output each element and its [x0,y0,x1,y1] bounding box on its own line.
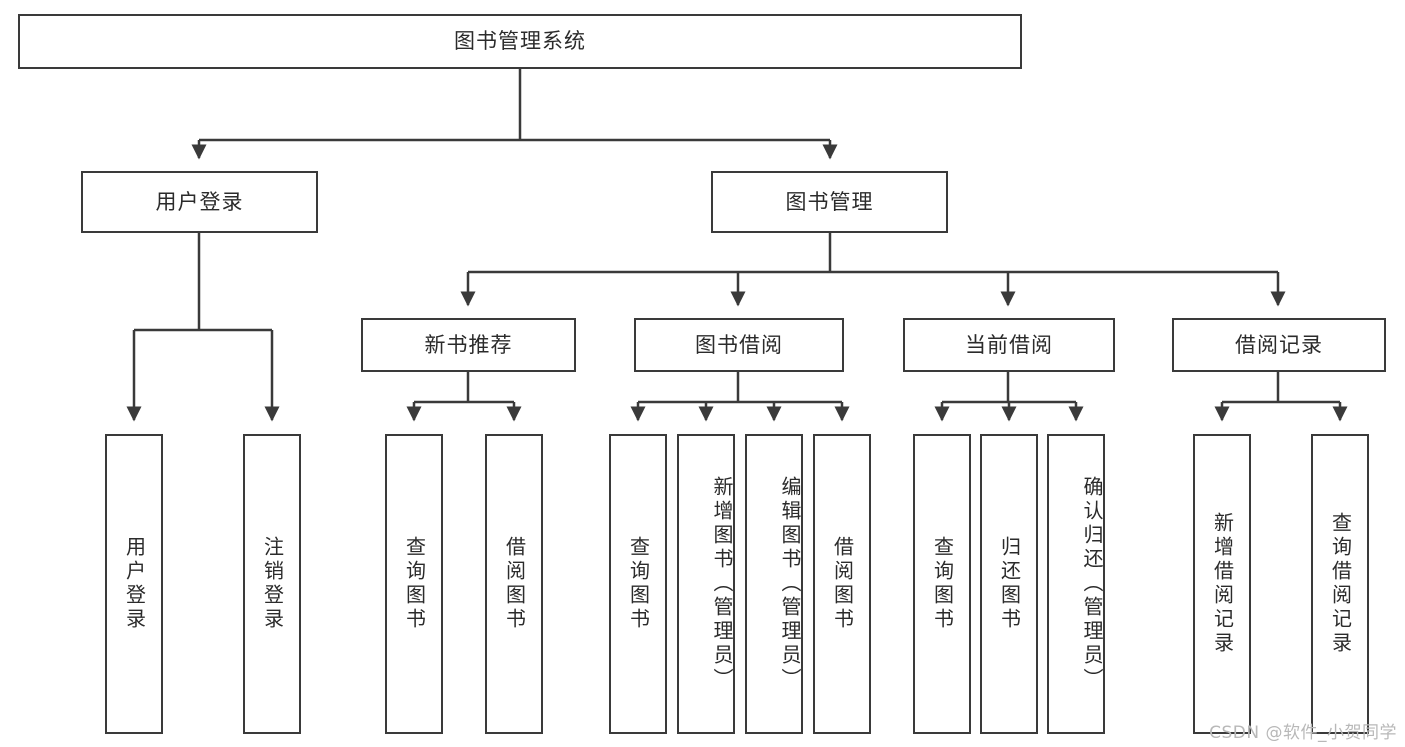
leaf-return-book[interactable]: 归还图书 [980,434,1038,734]
leaf-edit-book-label: 编辑图书（管理员） [778,476,802,692]
connector-bookborrow-to-leaves [630,372,850,422]
connector-bookmanage-to-level3 [460,233,1286,307]
connector-newbook-to-leaves [406,372,522,422]
leaf-add-record-label: 新增借阅记录 [1210,512,1235,656]
leaf-add-book-label: 新增图书（管理员） [710,476,734,692]
leaf-query-book-2[interactable]: 查询图书 [609,434,667,734]
connector-userlogin-to-leaves [126,233,280,422]
leaf-logout-login-label: 注销登录 [260,536,285,632]
leaf-add-book[interactable]: 新增图书（管理员） [677,434,735,734]
node-current-borrow[interactable]: 当前借阅 [903,318,1115,372]
leaf-query-record[interactable]: 查询借阅记录 [1311,434,1369,734]
leaf-logout-login[interactable]: 注销登录 [243,434,301,734]
leaf-add-record[interactable]: 新增借阅记录 [1193,434,1251,734]
node-root-label: 图书管理系统 [454,29,586,54]
node-new-book-recommend[interactable]: 新书推荐 [361,318,576,372]
node-book-borrow-label: 图书借阅 [695,332,783,357]
leaf-borrow-book-1-label: 借阅图书 [502,536,527,632]
leaf-query-book-1[interactable]: 查询图书 [385,434,443,734]
node-borrow-record-label: 借阅记录 [1235,332,1323,357]
node-book-manage-label: 图书管理 [785,189,874,214]
leaf-query-book-1-label: 查询图书 [402,536,427,632]
leaf-query-book-2-label: 查询图书 [626,536,651,632]
leaf-borrow-book-1[interactable]: 借阅图书 [485,434,543,734]
node-root[interactable]: 图书管理系统 [18,14,1022,69]
leaf-confirm-return[interactable]: 确认归还（管理员） [1047,434,1105,734]
leaf-query-book-3[interactable]: 查询图书 [913,434,971,734]
leaf-user-login[interactable]: 用户登录 [105,434,163,734]
node-book-borrow[interactable]: 图书借阅 [634,318,844,372]
leaf-user-login-label: 用户登录 [122,536,147,632]
node-new-book-recommend-label: 新书推荐 [424,332,513,357]
node-user-login[interactable]: 用户登录 [81,171,318,233]
node-borrow-record[interactable]: 借阅记录 [1172,318,1386,372]
node-book-manage[interactable]: 图书管理 [711,171,948,233]
connector-borrowrecord-to-leaves [1214,372,1348,422]
node-current-borrow-label: 当前借阅 [965,332,1053,357]
leaf-borrow-book-2[interactable]: 借阅图书 [813,434,871,734]
node-user-login-label: 用户登录 [155,189,244,214]
leaf-edit-book[interactable]: 编辑图书（管理员） [745,434,803,734]
leaf-confirm-return-label: 确认归还（管理员） [1080,476,1104,692]
leaf-query-book-3-label: 查询图书 [930,536,955,632]
connector-root-to-level2 [191,69,838,160]
connector-currentborrow-to-leaves [934,372,1084,422]
leaf-borrow-book-2-label: 借阅图书 [830,536,855,632]
leaf-query-record-label: 查询借阅记录 [1328,512,1353,656]
leaf-return-book-label: 归还图书 [997,536,1022,632]
